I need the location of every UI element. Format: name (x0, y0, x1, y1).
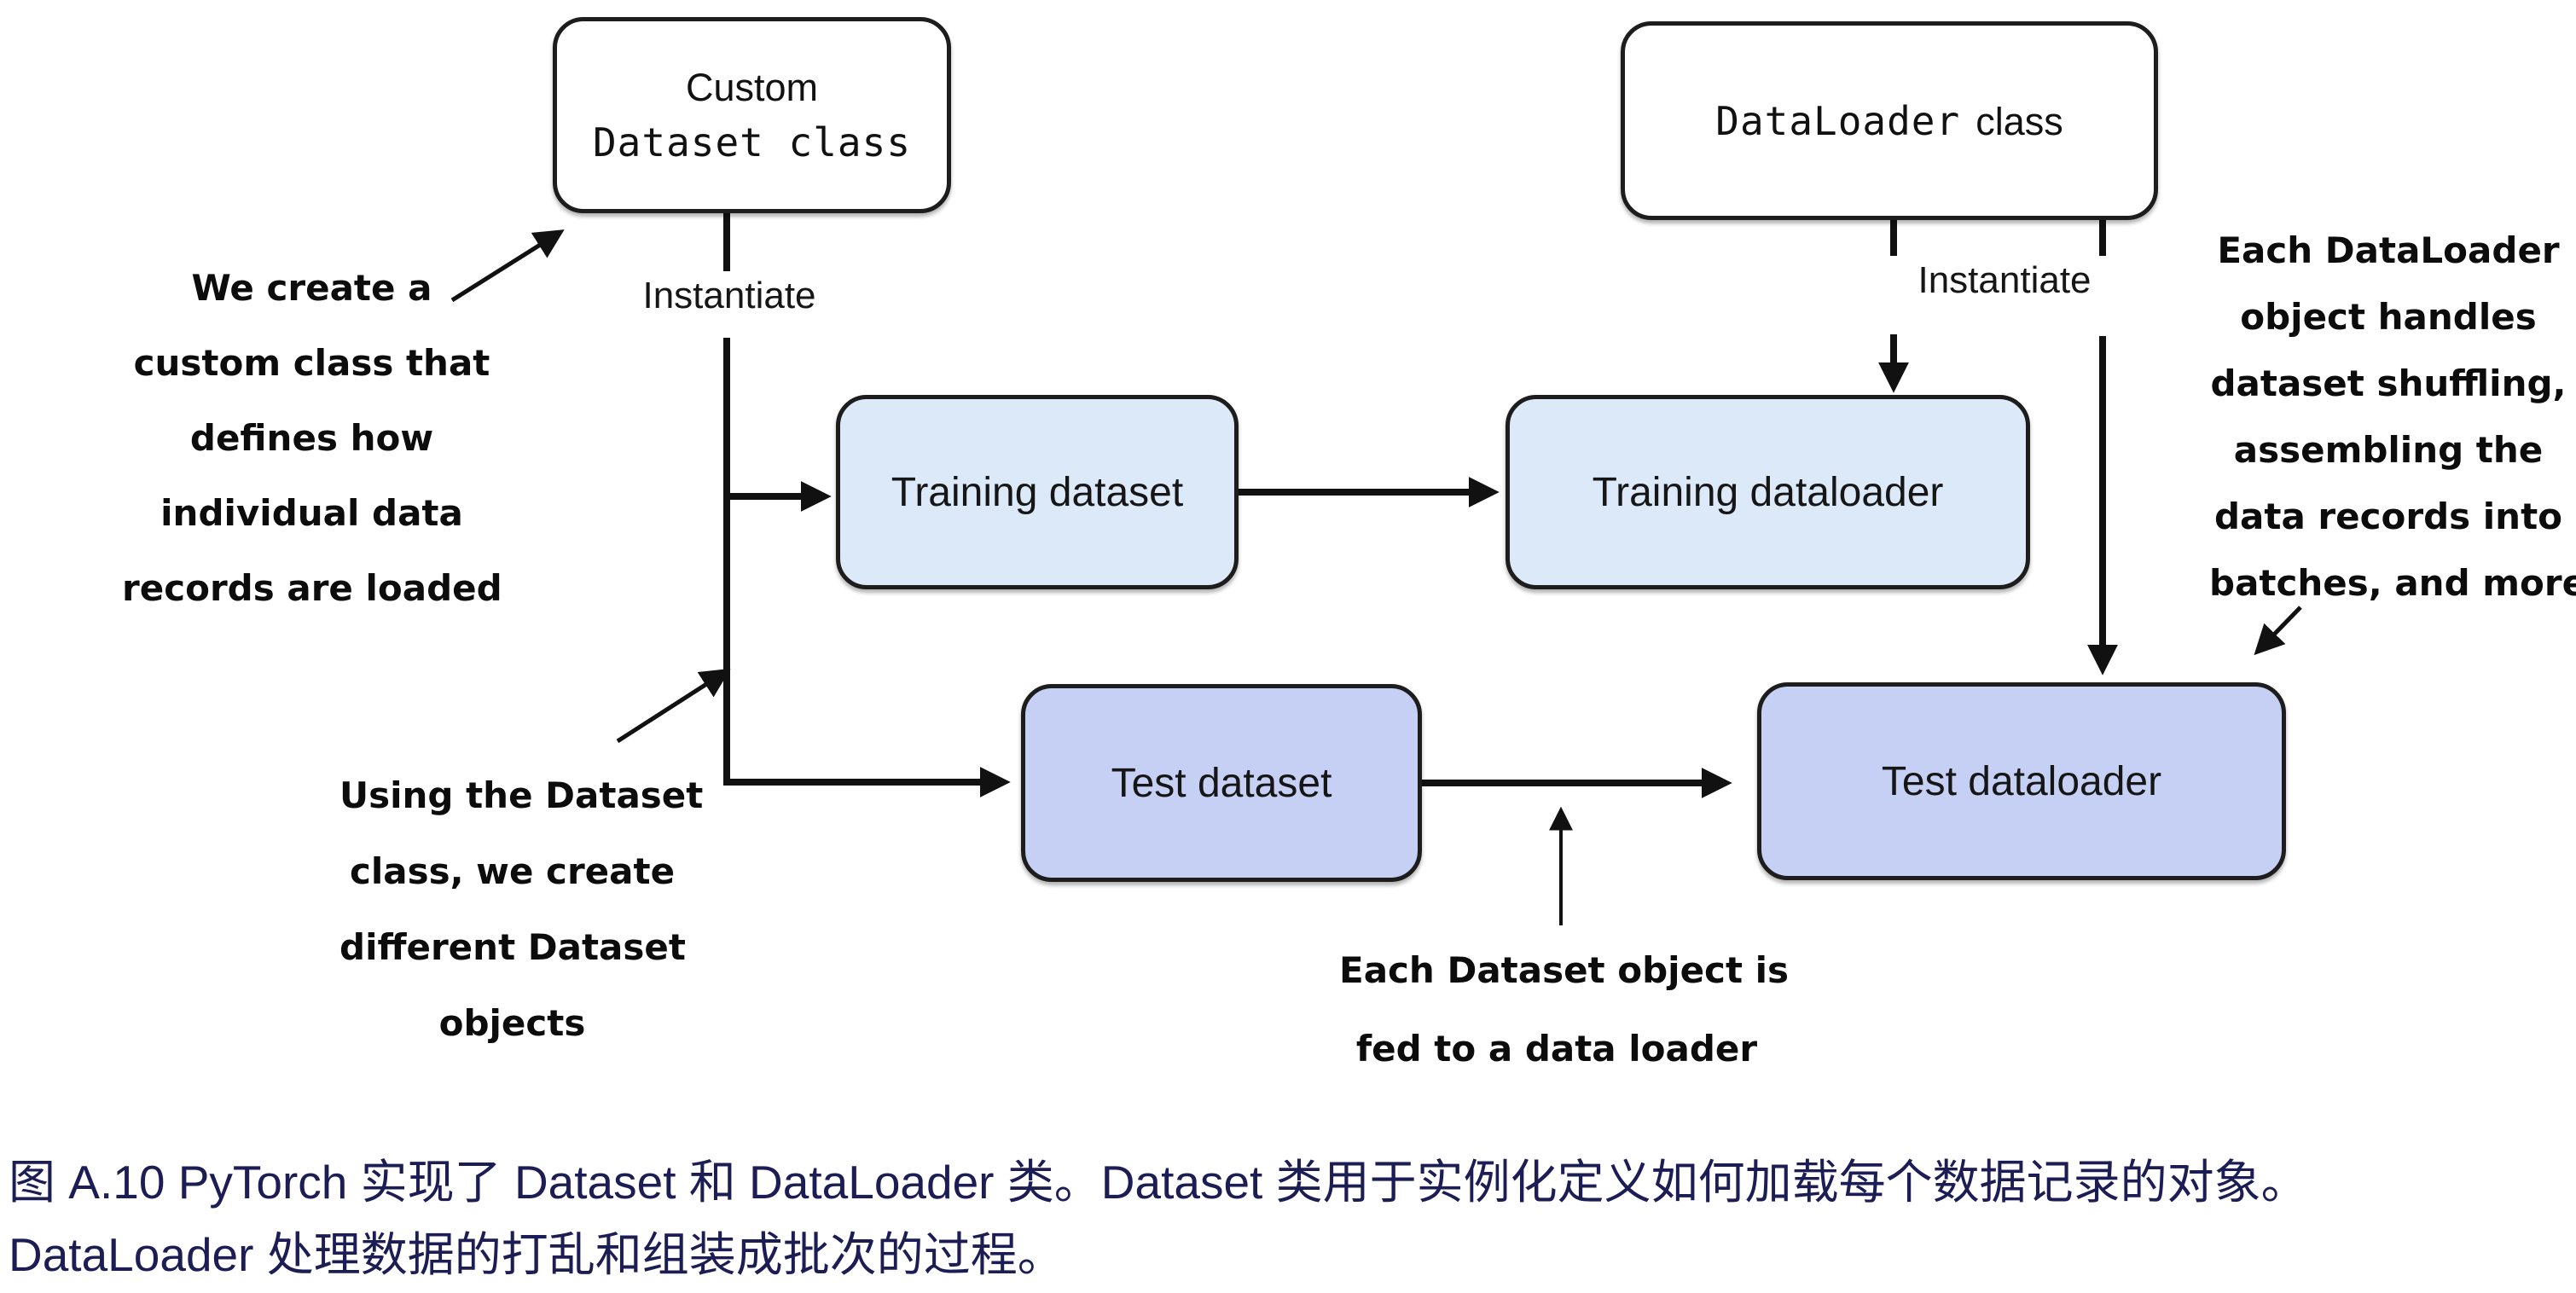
training-dataloader-box: Training dataloader (1506, 395, 2030, 589)
instantiate-label-left: Instantiate (642, 275, 816, 316)
pointer-create-annotation (450, 229, 565, 303)
test-dataset-box: Test dataset (1021, 684, 1422, 882)
training-dataset-label: Training dataset (891, 469, 1184, 515)
annotation-line: different Dataset (339, 926, 686, 968)
pointer-handles-annotation (2254, 606, 2302, 656)
annotation-line: data records into (2213, 496, 2563, 537)
dataloader-class-code: DataLoader (1715, 97, 1961, 144)
instantiate-label-right: Instantiate (1917, 259, 2092, 301)
dataloader-class-box: DataLoader class (1621, 21, 2158, 220)
figure-caption-line-2: DataLoader 处理数据的打乱和组装成批次的过程。 (9, 1228, 1065, 1281)
annotation-line: batches, and more (2209, 562, 2576, 604)
custom-dataset-class-title-line2: Dataset class (592, 119, 912, 165)
figure-caption: 图 A.10 PyTorch 实现了 Dataset 和 DataLoader … (9, 1146, 2567, 1291)
annotation-line: dataset shuffling, (2210, 362, 2567, 404)
pointer-using-annotation (616, 668, 731, 744)
annotation-line: class, we create (349, 850, 676, 892)
line-dataset-trunk-to-test-dataset (723, 338, 1011, 797)
test-dataset-label: Test dataset (1111, 760, 1332, 806)
annotation-line: fed to a data loader (1355, 1028, 1758, 1070)
annotation-dataloader-handles: Each DataLoader object handles dataset s… (2209, 217, 2576, 617)
annotation-line: We create a (191, 267, 432, 309)
annotation-dataset-fed-to-loader: Each Dataset object is fed to a data loa… (1339, 931, 1790, 1088)
annotation-line: Each Dataset object is (1339, 949, 1790, 991)
annotation-line: individual data (160, 492, 463, 534)
custom-dataset-class-box: Custom Dataset class (553, 17, 951, 213)
annotation-line: Each DataLoader (2217, 229, 2560, 271)
training-dataset-box: Training dataset (836, 395, 1239, 589)
annotation-using-dataset-class: Using the Dataset class, we create diffe… (339, 757, 704, 1061)
annotation-create-custom-class: We create a custom class that defines ho… (122, 251, 502, 626)
annotation-line: assembling the (2233, 429, 2544, 471)
figure-caption-line-1: 图 A.10 PyTorch 实现了 Dataset 和 DataLoader … (9, 1156, 2308, 1209)
custom-dataset-class-title-line1: Custom (685, 66, 819, 109)
test-dataloader-box: Test dataloader (1757, 682, 2286, 880)
annotation-line: custom class that (133, 342, 490, 384)
test-dataloader-label: Test dataloader (1881, 758, 2162, 804)
annotation-line: defines how (189, 417, 434, 459)
training-dataloader-label: Training dataloader (1592, 469, 1944, 515)
annotation-line: object handles (2240, 296, 2537, 338)
dataloader-class-plain: class (1976, 99, 2063, 143)
annotation-line: records are loaded (122, 567, 502, 609)
annotation-line: objects (438, 1002, 586, 1044)
annotation-line: Using the Dataset (339, 774, 704, 816)
